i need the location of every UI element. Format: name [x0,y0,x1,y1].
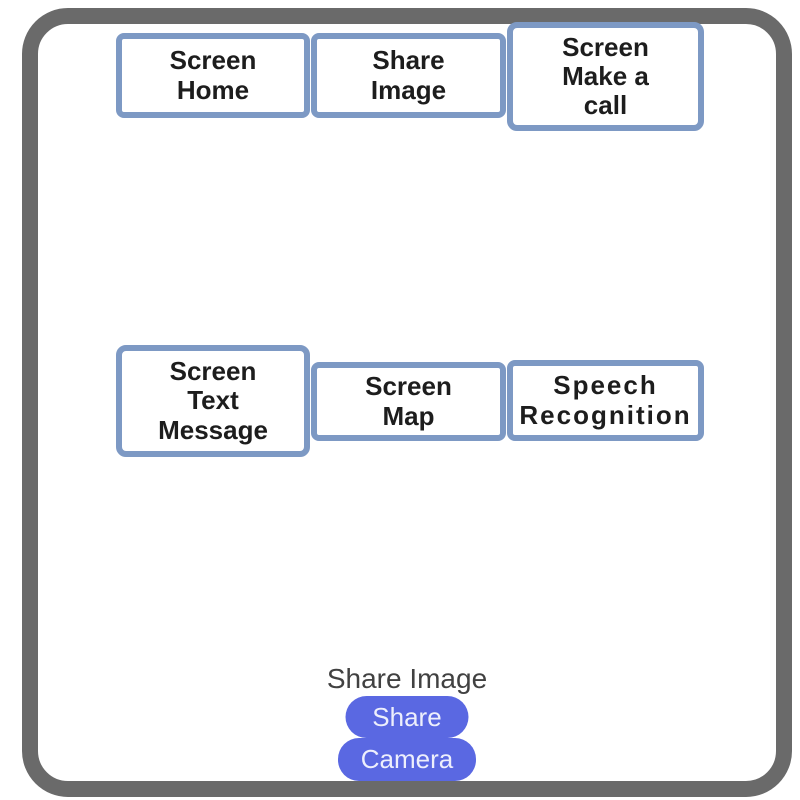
nav-tile-screen-text-message[interactable]: Screen Text Message [116,345,310,457]
nav-tile-share-image[interactable]: Share Image [311,33,506,118]
camera-button[interactable]: Camera [338,738,476,781]
nav-tile-screen-make-a-call[interactable]: Screen Make a call [507,22,704,131]
share-image-caption: Share Image [326,663,488,694]
nav-tile-speech-recognition[interactable]: Speech Recognition [507,360,704,441]
nav-tile-screen-map[interactable]: Screen Map [311,362,506,441]
nav-tile-screen-home[interactable]: Screen Home [116,33,310,118]
share-button[interactable]: Share [345,696,469,738]
